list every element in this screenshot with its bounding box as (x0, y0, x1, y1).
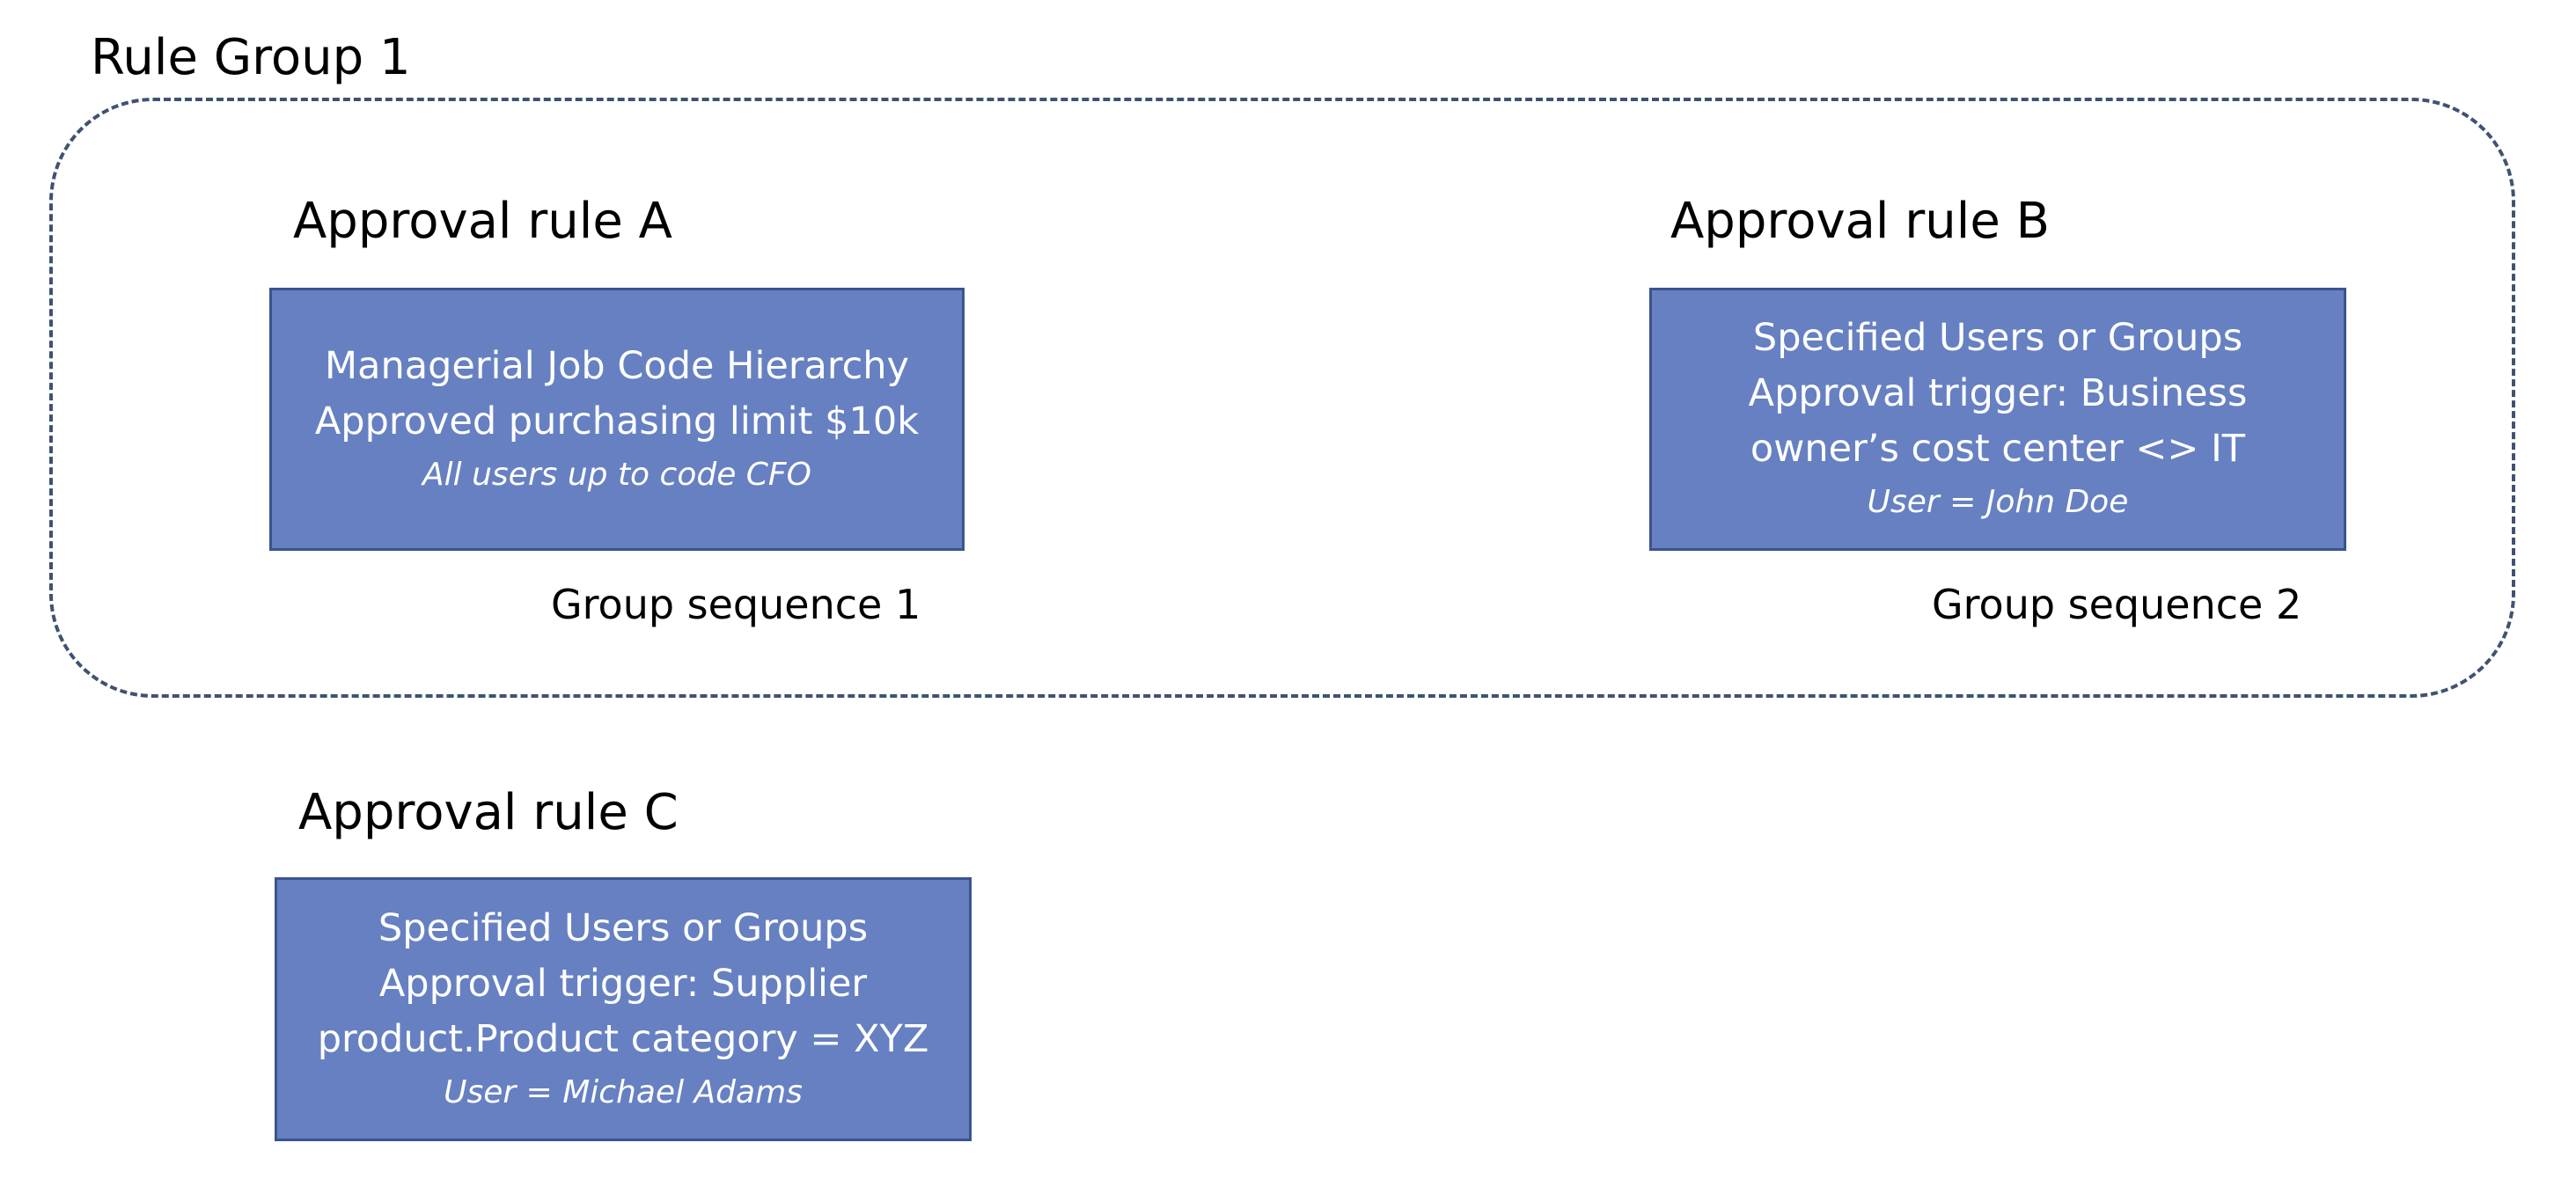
approval-rule-a-title: Approval rule A (293, 193, 672, 250)
approval-rule-b-box: Specified Users or Groups Approval trigg… (1649, 288, 2346, 551)
rule-group-border (49, 98, 2515, 698)
rule-a-line: Approved purchasing limit $10k (314, 399, 920, 443)
rule-c-line: Specified Users or Groups (378, 905, 869, 950)
group-sequence-1-label: Group sequence 1 (551, 581, 921, 628)
group-sequence-2-label: Group sequence 2 (1932, 581, 2302, 628)
rule-group-title: Rule Group 1 (91, 29, 411, 86)
rule-b-line: Specified Users or Groups (1752, 316, 2243, 360)
rule-b-line: owner’s cost center <> IT (1750, 427, 2246, 471)
approval-rule-a-box: Managerial Job Code Hierarchy Approved p… (269, 288, 965, 551)
rule-b-line: Approval trigger: Business (1748, 371, 2248, 415)
rule-b-note: User = John Doe (1867, 484, 2129, 520)
approval-rule-c-title: Approval rule C (298, 784, 679, 841)
rule-c-note: User = Michael Adams (444, 1073, 803, 1110)
rule-c-line: Approval trigger: Supplier (378, 961, 868, 1006)
rule-a-note: All users up to code CFO (422, 456, 811, 493)
approval-rule-b-title: Approval rule B (1670, 193, 2051, 250)
rule-a-line: Managerial Job Code Hierarchy (325, 343, 909, 388)
approval-rule-c-box: Specified Users or Groups Approval trigg… (275, 877, 972, 1141)
rule-c-line: product.Product category = XYZ (317, 1016, 929, 1061)
